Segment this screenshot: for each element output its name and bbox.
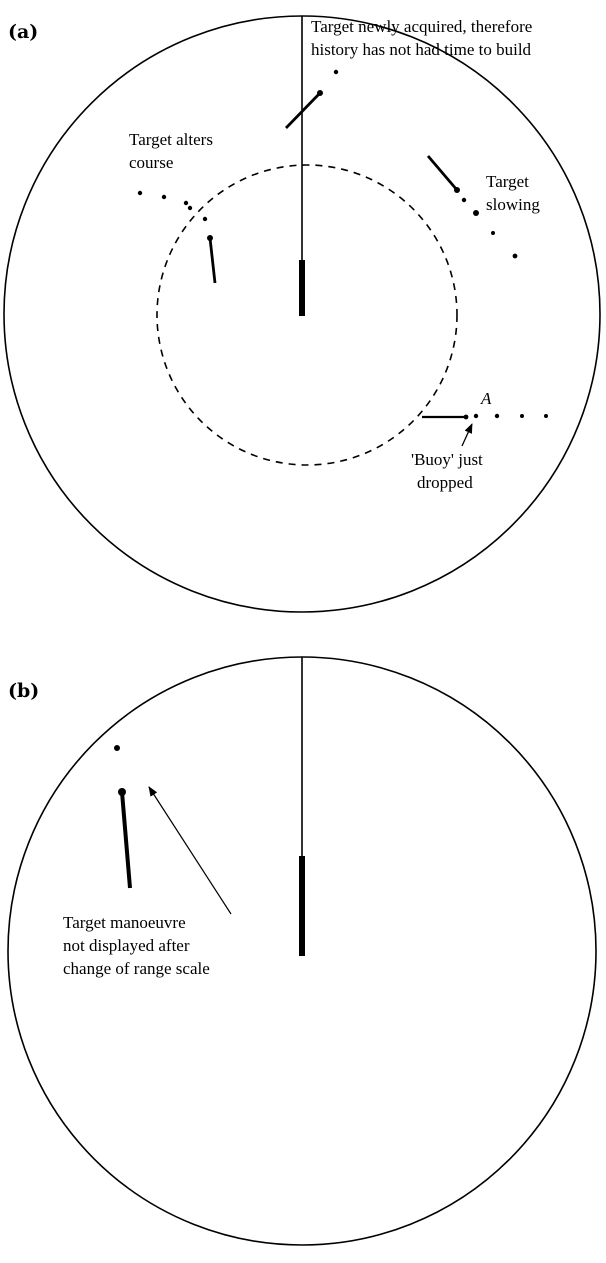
panel-a-range-ring xyxy=(156,164,458,466)
target-slowing-vector xyxy=(426,155,459,191)
point-a-echo xyxy=(473,413,479,419)
history-dot xyxy=(494,413,500,419)
history-dot xyxy=(544,414,548,418)
history-dot xyxy=(183,200,189,206)
target-buoy-echo xyxy=(463,414,469,420)
annotation-newly-acquired-line1: Target newly acquired, therefore xyxy=(311,17,532,36)
manoeuvre-pointer-arrow xyxy=(148,786,232,915)
history-dot xyxy=(202,216,208,222)
annotation-buoy-line1: 'Buoy' just xyxy=(411,450,483,469)
panel-b: (b) Target manoeuvre not displayed after… xyxy=(7,656,597,1246)
panel-a: (a) xyxy=(3,15,601,613)
annotation-newly-acquired-line2: history has not had time to build xyxy=(311,40,532,59)
history-dot xyxy=(161,194,167,200)
target-alters-course xyxy=(137,190,217,284)
target-slowing-echo xyxy=(454,187,460,193)
panel-a-label: (a) xyxy=(8,21,38,43)
annotation-manoeuvre-line2: not displayed after xyxy=(63,936,190,955)
annotation-slowing-line1: Target xyxy=(486,172,529,191)
target-alters-course-vector xyxy=(208,237,217,284)
history-dot xyxy=(461,197,467,203)
panel-b-label: (b) xyxy=(8,680,39,702)
target-manoeuvre-history-dot xyxy=(114,745,120,751)
target-newly-acquired xyxy=(284,69,339,129)
target-manoeuvre xyxy=(114,745,232,915)
annotation-buoy-line2: dropped xyxy=(417,473,473,492)
history-dot xyxy=(520,414,524,418)
history-dot xyxy=(491,231,495,235)
annotation-slowing-line2: slowing xyxy=(486,195,540,214)
target-newly-acquired-history-dot xyxy=(333,69,339,75)
annotation-point-a: A xyxy=(480,389,492,408)
buoy-pointer-arrow xyxy=(461,423,473,447)
history-dot xyxy=(473,210,479,216)
annotation-manoeuvre-line3: change of range scale xyxy=(63,959,210,978)
target-slowing xyxy=(426,155,518,259)
target-newly-acquired-echo xyxy=(317,90,323,96)
annotation-alters-course-line2: course xyxy=(129,153,173,172)
annotation-alters-course-line1: Target alters xyxy=(129,130,213,149)
history-dot xyxy=(137,190,143,196)
target-newly-acquired-vector xyxy=(284,92,322,129)
history-dot xyxy=(512,253,518,259)
target-buoy xyxy=(422,413,548,447)
history-dot xyxy=(187,205,193,211)
annotation-manoeuvre-line1: Target manoeuvre xyxy=(63,913,186,932)
target-manoeuvre-vector xyxy=(120,791,132,889)
